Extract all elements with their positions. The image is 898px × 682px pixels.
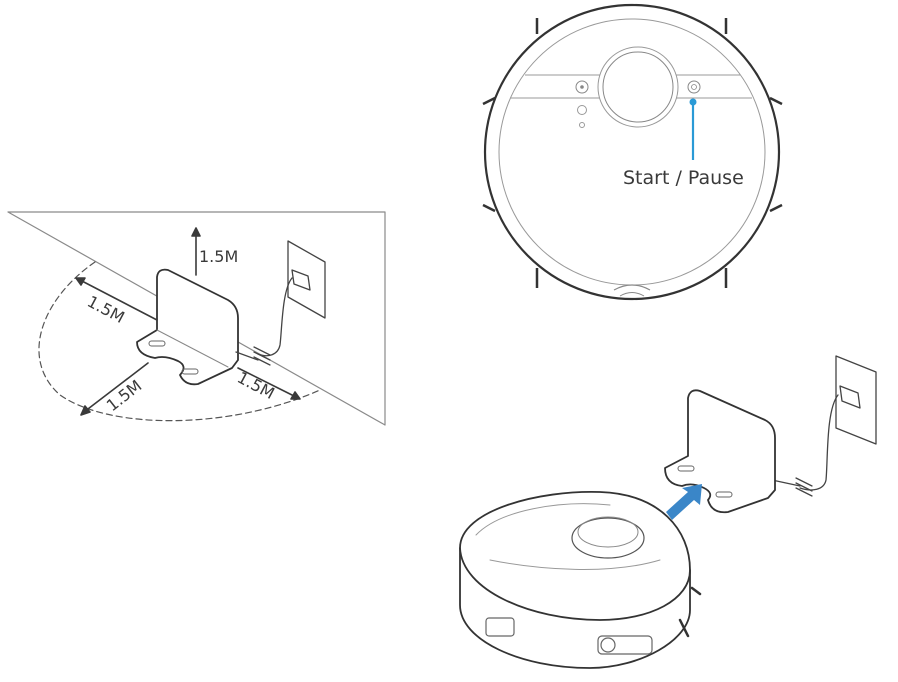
charging-dock-2 bbox=[664, 389, 776, 514]
start-pause-label: Start / Pause bbox=[623, 167, 744, 189]
arrow-left bbox=[79, 279, 158, 321]
arrow-right bbox=[237, 367, 297, 398]
arrow-front bbox=[83, 362, 149, 413]
lidar-turret-3d bbox=[571, 517, 645, 559]
docking-view bbox=[459, 355, 877, 669]
label-clearance-right: 1.5M bbox=[234, 368, 278, 403]
dimension-arrows bbox=[75, 227, 301, 416]
docking-arrow bbox=[666, 484, 702, 520]
lidar-turret bbox=[597, 46, 679, 128]
placement-diagram: 1.5M 1.5M 1.5M 1.5M bbox=[7, 211, 386, 426]
robot-top-view: Start / Pause bbox=[482, 3, 783, 301]
label-clearance-above: 1.5M bbox=[199, 247, 238, 266]
wall-outlet-2 bbox=[771, 355, 877, 497]
home-button-icon[interactable] bbox=[575, 80, 589, 94]
start-pause-button-icon[interactable] bbox=[687, 80, 701, 94]
robot-3d bbox=[459, 491, 702, 669]
side-brush-ticks bbox=[482, 18, 783, 288]
wall-outlet bbox=[235, 240, 326, 366]
label-clearance-left: 1.5M bbox=[84, 292, 128, 327]
charging-dock bbox=[136, 268, 239, 386]
clearance-arc bbox=[38, 261, 321, 422]
callout-dot bbox=[689, 98, 697, 106]
